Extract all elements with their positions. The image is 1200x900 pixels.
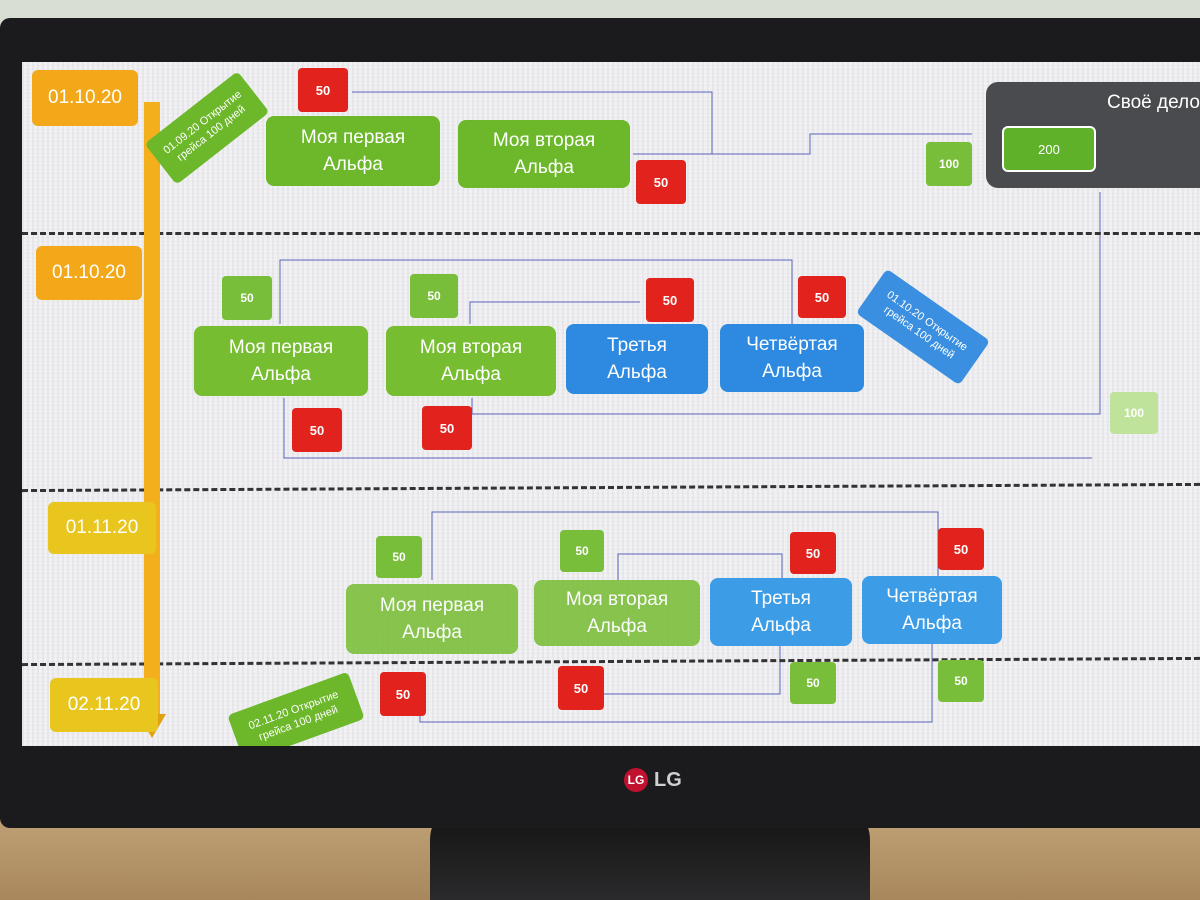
amount-badge-red: 50: [790, 532, 836, 574]
amount-badge-green: 50: [222, 276, 272, 320]
card-alfa-3: Третья Альфа: [566, 324, 708, 394]
card-alfa-1: Моя первая Альфа: [266, 116, 440, 186]
logo-text: LG: [654, 768, 682, 791]
link-row2-top-b: [469, 301, 640, 324]
amount-badge-green: 50: [376, 536, 422, 578]
amount-badge-red: 50: [636, 160, 686, 204]
amount-badge-red: 50: [938, 528, 984, 570]
amount-badge-red: 50: [422, 406, 472, 450]
amount-badge-red: 50: [646, 278, 694, 322]
date-label: 01.10.20: [32, 70, 138, 126]
amount-badge-green: 50: [938, 660, 984, 702]
monitor-logo: LG LG: [624, 768, 682, 792]
card-alfa-1: Моя первая Альфа: [346, 584, 518, 654]
diagram-screen: 01.10.20 01.10.20 01.11.20 02.11.20 01.0…: [22, 62, 1200, 746]
date-label: 02.11.20: [50, 678, 158, 732]
link-row2-bottom-a: [283, 398, 1092, 459]
amount-badge-red: 50: [292, 408, 342, 452]
card-alfa-4: Четвёртая Альфа: [862, 576, 1002, 644]
card-alfa-1: Моя первая Альфа: [194, 326, 368, 396]
card-alfa-2: Моя вторая Альфа: [458, 120, 630, 188]
amount-badge-red: 50: [558, 666, 604, 710]
link-row3-bottom-b: [601, 642, 781, 702]
amount-badge-green: 50: [560, 530, 604, 572]
link-row3-top-a: [431, 511, 939, 580]
own-business-title: Своё дело: [1107, 92, 1200, 113]
amount-badge-green: 100: [926, 142, 972, 186]
date-label: 01.11.20: [48, 502, 156, 554]
link-row2-top-a: [279, 259, 793, 324]
link-row2-to-own: [471, 192, 1101, 415]
lg-logo-icon: LG: [624, 768, 648, 792]
date-label: 01.10.20: [36, 246, 142, 300]
period-divider: [22, 232, 1200, 235]
amount-badge-red: 50: [798, 276, 846, 318]
card-alfa-2: Моя вторая Альфа: [386, 326, 556, 396]
amount-badge-red: 50: [380, 672, 426, 716]
link-row3-top-b: [617, 553, 783, 580]
timeline-bar: [144, 102, 160, 717]
amount-badge-red: 50: [298, 68, 348, 112]
amount-badge-green: 50: [790, 662, 836, 704]
card-alfa-2: Моя вторая Альфа: [534, 580, 700, 646]
card-alfa-4: Четвёртая Альфа: [720, 324, 864, 392]
amount-badge-green: 50: [410, 274, 458, 318]
card-alfa-3: Третья Альфа: [710, 578, 852, 646]
amount-badge-green: 100: [1110, 392, 1158, 434]
link-row1-to-own: [352, 91, 972, 155]
own-business-amount: 200: [1002, 126, 1096, 172]
link-row3-bottom-a: [419, 642, 933, 723]
